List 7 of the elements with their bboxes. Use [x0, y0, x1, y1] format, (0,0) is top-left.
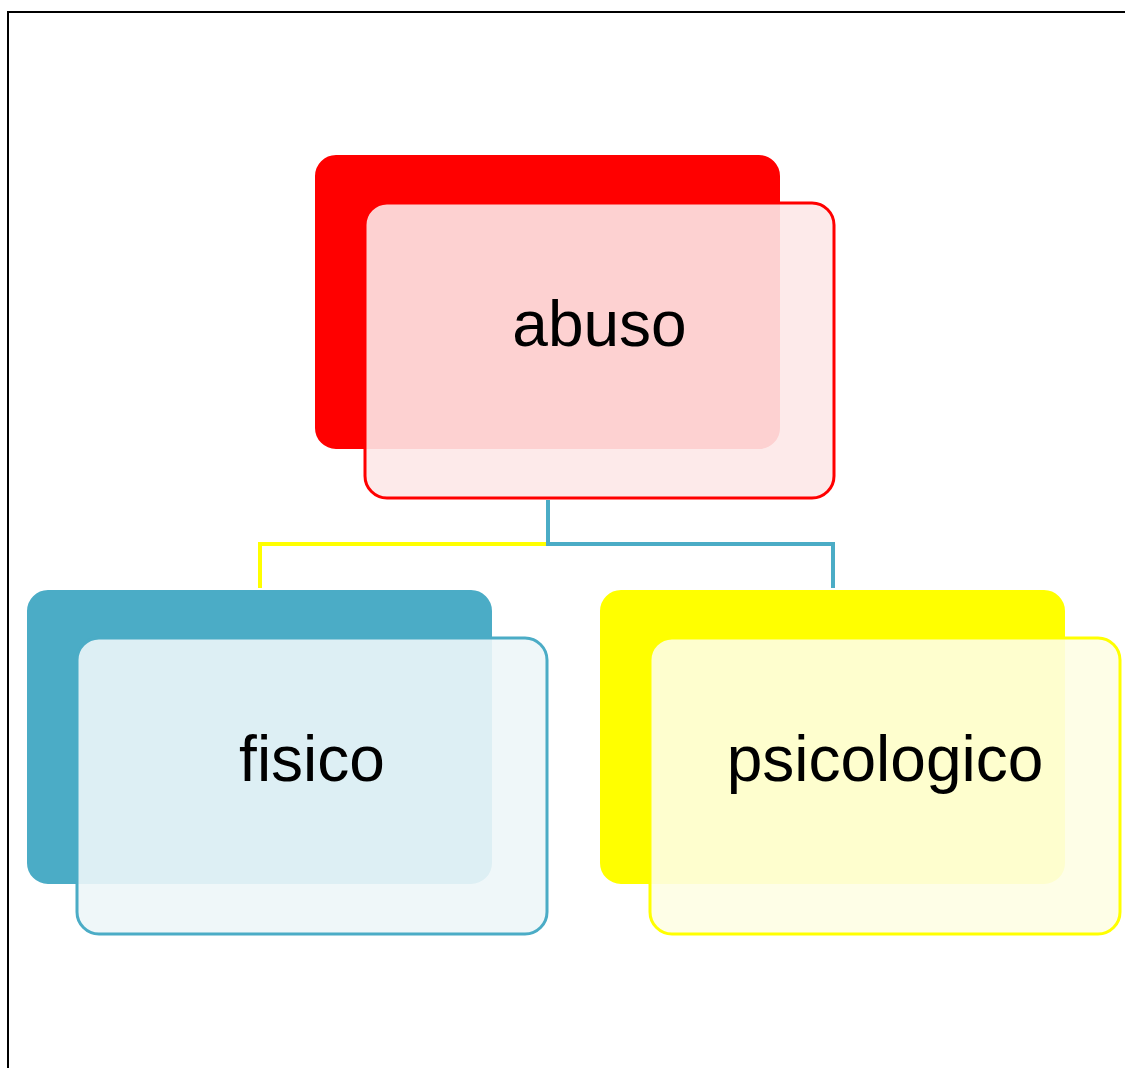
node-label: abuso: [511, 286, 688, 361]
stacked-card: [25, 588, 549, 936]
connector-line: [546, 500, 835, 588]
node-label: fisico: [238, 722, 386, 796]
node-label: psicologico: [725, 722, 1045, 796]
stacked-card: [313, 153, 836, 500]
stacked-card: [598, 588, 1122, 936]
